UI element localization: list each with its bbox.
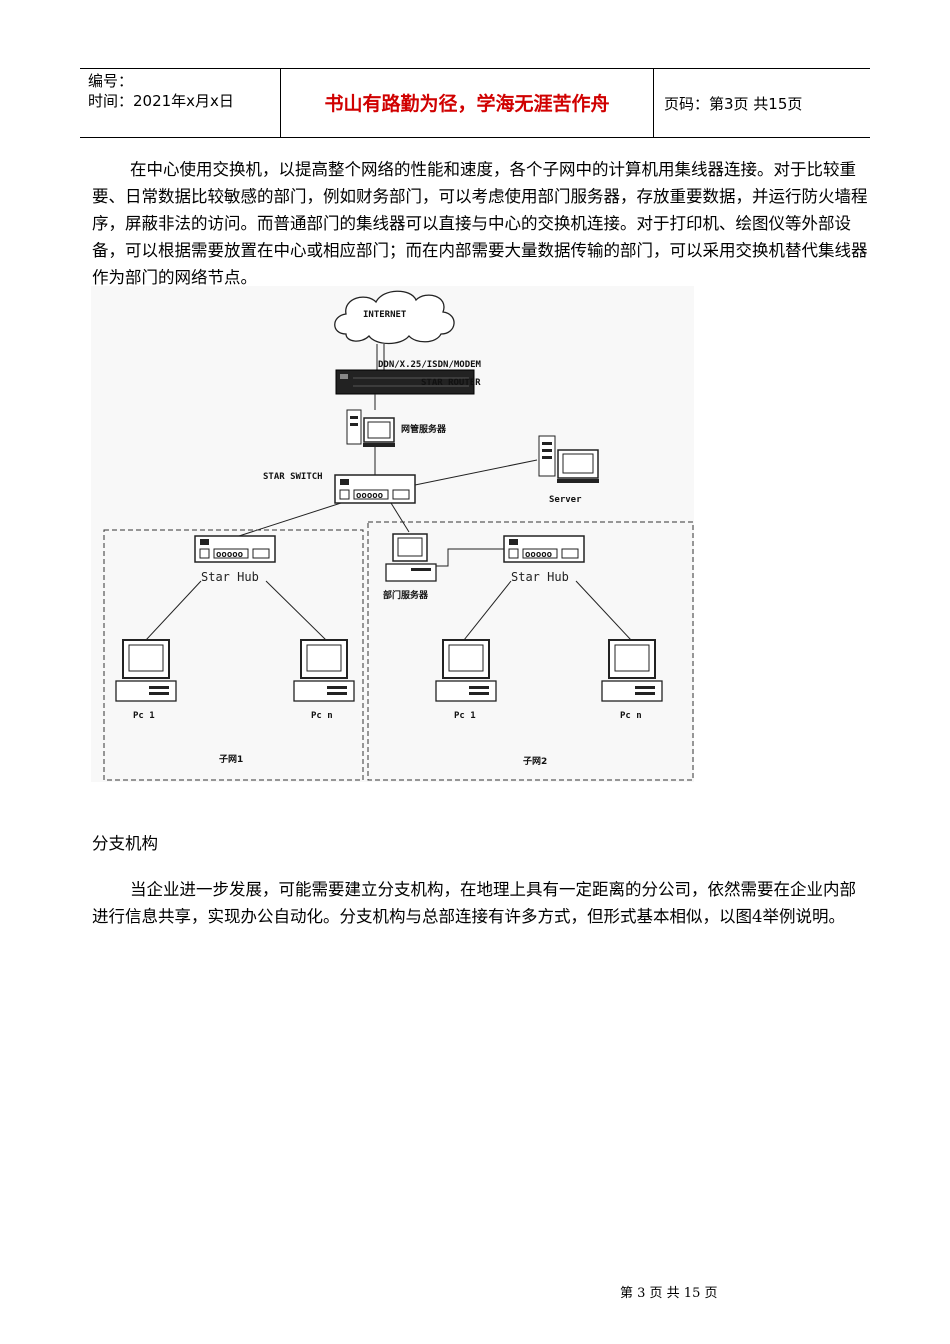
paragraph-2: 当企业进一步发展，可能需要建立分支机构，在地理上具有一定距离的分公司，依然需要在… — [92, 876, 868, 930]
paragraph-1: 在中心使用交换机，以提高整个网络的性能和速度，各个子网中的计算机用集线器连接。对… — [92, 156, 868, 291]
section-subheading: 分支机构 — [92, 834, 158, 853]
svg-text:ooooo: ooooo — [216, 550, 243, 560]
switch-label: STAR SWITCH — [263, 472, 323, 482]
hub-left: ooooo Star Hub — [194, 535, 276, 584]
pc-right-1: Pc 1 — [435, 639, 497, 721]
network-diagram: INTERNET DDN/X.25/ISDN/MODEM STAR ROUTER… — [91, 286, 694, 782]
subnet-1-box — [103, 529, 364, 781]
pc-left-1-label: Pc 1 — [133, 711, 155, 721]
switch-device: ooooo STAR SWITCH — [263, 472, 416, 504]
page-code: 页码：第3页 共15页 — [664, 95, 803, 113]
internet-label: INTERNET — [363, 310, 407, 320]
subnet-1-label: 子网1 — [219, 754, 243, 765]
router-device: STAR ROUTER — [335, 369, 481, 395]
paragraph-2-text: 当企业进一步发展，可能需要建立分支机构，在地理上具有一定距离的分公司，依然需要在… — [92, 880, 856, 926]
wan-link-label: DDN/X.25/ISDN/MODEM — [378, 360, 482, 370]
pc-left-n: Pc n — [293, 639, 355, 721]
pc-left-1: Pc 1 — [115, 639, 177, 721]
internet-cloud: INTERNET — [334, 290, 455, 345]
pc-left-n-label: Pc n — [311, 711, 333, 721]
hub-left-label: Star Hub — [201, 570, 259, 584]
mgmt-server-label: 网管服务器 — [401, 423, 447, 435]
motto: 书山有路勤为径，学海无涯苦作舟 — [324, 93, 610, 115]
network-diagram-svg: INTERNET DDN/X.25/ISDN/MODEM STAR ROUTER… — [103, 290, 694, 781]
time-label: 时间：2021年x月x日 — [88, 92, 234, 110]
header-right-cell: 页码：第3页 共15页 — [654, 69, 870, 137]
paragraph-1-text: 在中心使用交换机，以提高整个网络的性能和速度，各个子网中的计算机用集线器连接。对… — [92, 160, 868, 287]
pc-right-1-label: Pc 1 — [454, 711, 476, 721]
pc-right-n-label: Pc n — [620, 711, 642, 721]
dept-server-label: 部门服务器 — [383, 589, 429, 601]
svg-text:ooooo: ooooo — [525, 550, 552, 560]
svg-text:ooooo: ooooo — [356, 491, 383, 501]
page-header: 编号： 时间：2021年x月x日 书山有路勤为径，学海无涯苦作舟 页码：第3页 … — [80, 68, 870, 138]
header-left-cell: 编号： 时间：2021年x月x日 — [80, 69, 281, 137]
pc-right-n: Pc n — [601, 639, 663, 721]
server-device: Server — [538, 435, 599, 505]
management-server: 网管服务器 — [346, 409, 447, 447]
router-label: STAR ROUTER — [421, 378, 481, 388]
hub-right-label: Star Hub — [511, 570, 569, 584]
dept-server: 部门服务器 — [383, 533, 437, 601]
hub-right: ooooo Star Hub — [503, 535, 585, 584]
number-label: 编号： — [88, 72, 134, 90]
page-footer: 第 3 页 共 15 页 — [620, 1286, 718, 1301]
header-middle-cell: 书山有路勤为径，学海无涯苦作舟 — [281, 69, 654, 137]
subnet-2-box — [367, 521, 694, 781]
server-label: Server — [549, 495, 582, 505]
subnet-2-label: 子网2 — [523, 756, 547, 767]
